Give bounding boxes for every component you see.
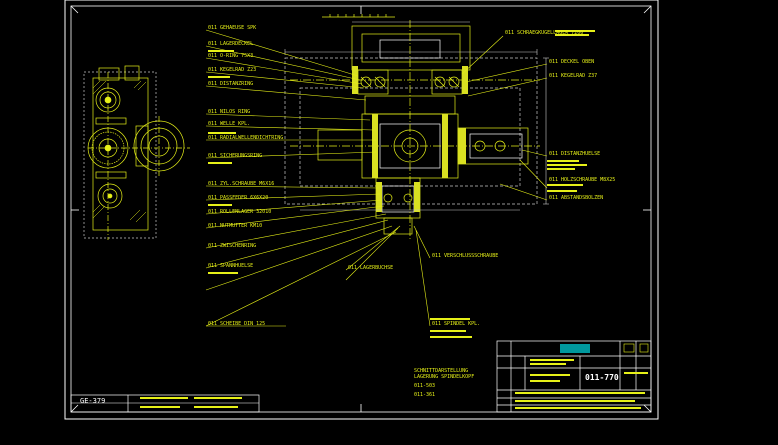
callout-label: 011 SPANNHUELSE <box>208 263 254 269</box>
section-hatching <box>352 66 468 212</box>
callout-label: 011 KEGELRAD Z23 <box>208 67 257 73</box>
leader-lines-bottom <box>345 225 431 327</box>
callout-label: 011 O-RING 75X3 <box>208 53 254 59</box>
callout-label: 011 SCHRAEGKUGELLAGER 7206 <box>505 30 584 36</box>
drawing-number: 011-770 <box>585 373 619 382</box>
callout-label: 011 WELLE KPL. <box>208 121 251 127</box>
callout-label: 011 ZYL.SCHRAUBE M6X16 <box>208 181 275 187</box>
leader-lines-left <box>205 29 397 327</box>
callout-label: 011 VERSCHLUSSSCHRAUBE <box>432 253 499 259</box>
callout-label: 011 NUTMUTTER KM10 <box>208 223 263 229</box>
left-code-block <box>70 394 260 413</box>
side-view-hatching <box>92 80 147 223</box>
callout-label: 011 SPINDEL KPL. <box>432 321 481 327</box>
callout-label: 011 ZWISCHENRING <box>208 243 257 249</box>
note-line: SCHNITTDARSTELLUNG <box>414 368 469 374</box>
callout-label: 011 SCHEIBE DIN 125 <box>208 321 266 327</box>
callout-label: 011 GEHAEUSE SPK <box>208 25 257 31</box>
note-block: SCHNITTDARSTELLUNG LAGERUNG SPINDELKOPF … <box>414 368 474 398</box>
leader-lines-right <box>461 35 548 201</box>
callout-label: 011 ROLLENLAGER 32010 <box>208 209 272 215</box>
callout-label: 011 NILOS RING <box>208 109 251 115</box>
scale-ruler <box>322 14 395 18</box>
side-view <box>83 65 190 240</box>
callout-label: 011 PASSFEDER 6X6X20 <box>208 195 269 201</box>
callout-label: 011 LAGERBUCHSE <box>348 265 394 271</box>
callout-label: 011 LAGERDECKEL <box>208 41 254 47</box>
title-block-accent <box>515 343 649 409</box>
bearing-symbols <box>360 76 506 203</box>
callout-label: 011 SICHERUNGSRING <box>208 153 263 159</box>
callout-label: 011 DISTANZHUELSE <box>549 151 601 157</box>
callout-label: 011 DECKEL OBEN <box>549 59 595 65</box>
title-block <box>496 340 652 413</box>
annotation-text-bars <box>208 30 595 338</box>
callout-label: 011 DISTANZRING <box>208 81 254 87</box>
callout-label: 011 HOLZSCHRAUBE M8X25 <box>549 177 616 183</box>
callout-label: 011 ABSTANDSBOLZEN <box>549 195 604 201</box>
callout-label: 011 KEGELRAD Z37 <box>549 73 598 79</box>
note-line: LAGERUNG SPINDELKOPF <box>414 374 475 380</box>
callout-label: 011 RADIALWELLENDICHTRING <box>208 135 284 141</box>
frame-center-marks <box>70 5 652 413</box>
left-sheet-code: GE-379 <box>80 397 106 405</box>
note-line: 011-361 <box>414 392 436 398</box>
note-line: 011-503 <box>414 383 436 389</box>
dimension-lines <box>284 21 549 211</box>
